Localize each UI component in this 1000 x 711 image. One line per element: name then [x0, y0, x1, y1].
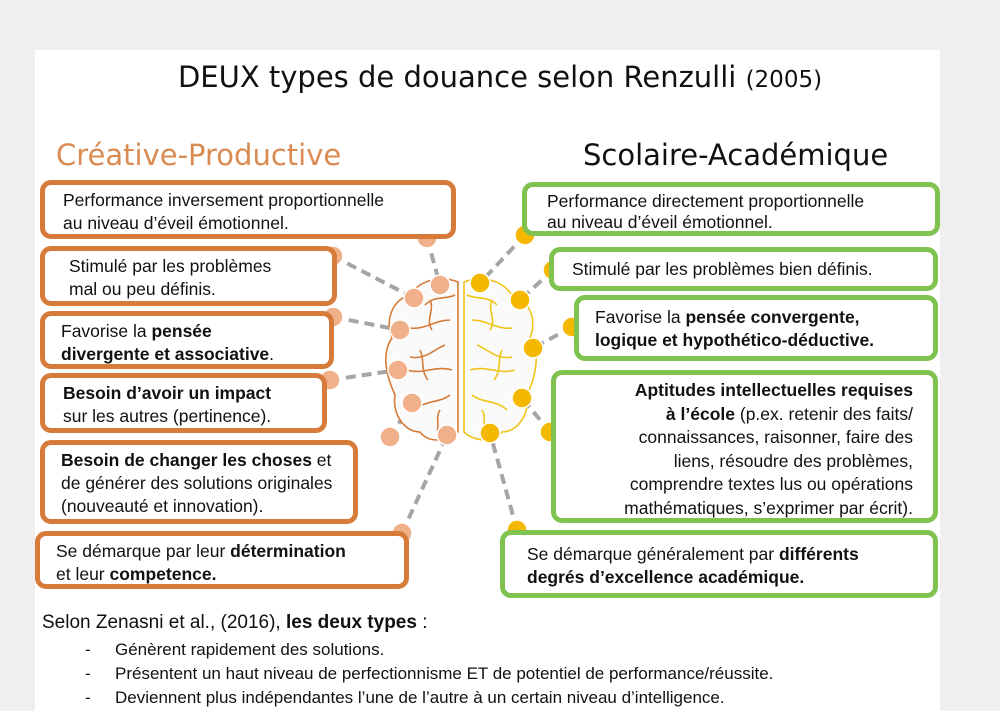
box-text-bold: divergente et associative: [61, 344, 270, 364]
academic-box-problems: Stimulé par les problèmes bien définis.: [549, 247, 938, 291]
footer-intro: Selon Zenasni et al., (2016), les deux t…: [42, 612, 428, 634]
footer-bullet: - Présentent un haut niveau de perfection…: [85, 664, 773, 684]
box-text: connaissances, raisonner, faire des: [638, 427, 913, 447]
heading-scolaire-academique: Scolaire-Académique: [583, 138, 889, 172]
box-text: Se démarque par leur: [56, 541, 231, 561]
box-text-bold: pensée convergente,: [685, 307, 860, 327]
box-text: Favorise la: [595, 307, 686, 327]
creative-box-divergent: Favorise la pensée divergente et associat…: [40, 311, 334, 369]
box-text-bold: Besoin de changer les choses: [61, 450, 312, 470]
title-year: (2005): [745, 67, 823, 93]
bullet-text: Génèrent rapidement des solutions.: [115, 640, 385, 659]
box-text-bold: Aptitudes intellectuelles requises: [634, 380, 913, 400]
academic-box-aptitudes: Aptitudes intellectuelles requises à l’éc…: [551, 370, 938, 523]
box-text: au niveau d’éveil émotionnel.: [63, 213, 289, 233]
box-text: mal ou peu définis.: [69, 279, 216, 299]
academic-box-excellence: Se démarque généralement par différents d…: [500, 530, 938, 598]
box-text: comprendre textes lus ou opérations: [629, 474, 913, 494]
footer-intro-bold: les deux types: [285, 612, 417, 633]
box-text: et leur: [56, 564, 110, 584]
creative-box-change: Besoin de changer les choses et de génére…: [40, 440, 358, 524]
box-text: (p.ex. retenir des faits/: [735, 403, 913, 424]
bullet-dash: -: [85, 640, 91, 659]
box-text: Favorise la: [61, 321, 152, 341]
box-text: sur les autres (pertinence).: [63, 406, 272, 426]
bullet-text: Deviennent plus indépendantes l’une de l…: [115, 688, 725, 707]
bullet-text: Présentent un haut niveau de perfectionn…: [115, 664, 774, 683]
box-text: liens, résoudre des problèmes,: [673, 450, 913, 471]
box-text: Stimulé par les problèmes: [69, 256, 272, 276]
box-text: Performance inversement proportionnelle: [63, 190, 384, 210]
footer-bullet: - Deviennent plus indépendantes l’une de …: [85, 688, 725, 708]
box-text-bold: Besoin d’avoir un impact: [63, 383, 272, 403]
box-text: Performance directement proportionnelle: [547, 191, 865, 211]
box-text: (nouveauté et innovation).: [61, 496, 264, 516]
box-text: de générer des solutions originales: [61, 473, 333, 493]
creative-box-performance: Performance inversement proportionnelle a…: [40, 180, 456, 239]
bullet-dash: -: [85, 664, 91, 683]
footer-intro-text: Selon Zenasni et al., (2016),: [42, 612, 286, 633]
box-text-bold: à l’école: [665, 403, 735, 424]
box-text: au niveau d’éveil émotionnel.: [547, 212, 773, 232]
bullet-dash: -: [85, 688, 91, 707]
slide-title: DEUX types de douance selon Renzulli (20…: [0, 60, 1000, 94]
footer-bullet: - Génèrent rapidement des solutions.: [85, 640, 384, 660]
box-text-bold: competence.: [109, 564, 217, 584]
box-text-bold: pensée: [151, 321, 212, 341]
footer-intro-end: :: [416, 612, 428, 633]
box-text: Se démarque généralement par: [527, 544, 779, 564]
box-text-bold: degrés d’excellence académique.: [527, 567, 805, 587]
heading-creative-productive: Créative-Productive: [56, 138, 342, 172]
box-text-bold: logique et hypothético-déductive.: [595, 330, 875, 350]
creative-box-impact: Besoin d’avoir un impact sur les autres (…: [40, 373, 327, 433]
box-text: et: [311, 450, 332, 470]
creative-box-determination: Se démarque par leur détermination et leu…: [35, 531, 409, 589]
box-text: Stimulé par les problèmes bien définis.: [572, 259, 873, 279]
title-text: DEUX types de douance selon Renzulli: [177, 60, 737, 94]
box-text-bold: détermination: [230, 541, 346, 561]
box-text: mathématiques, s’exprimer par écrit).: [624, 497, 913, 518]
creative-box-problems: Stimulé par les problèmes mal ou peu défi…: [40, 246, 337, 306]
box-text: .: [269, 344, 275, 364]
box-text-bold: différents: [778, 544, 859, 564]
academic-box-convergent: Favorise la pensée convergente, logique e…: [574, 295, 938, 361]
